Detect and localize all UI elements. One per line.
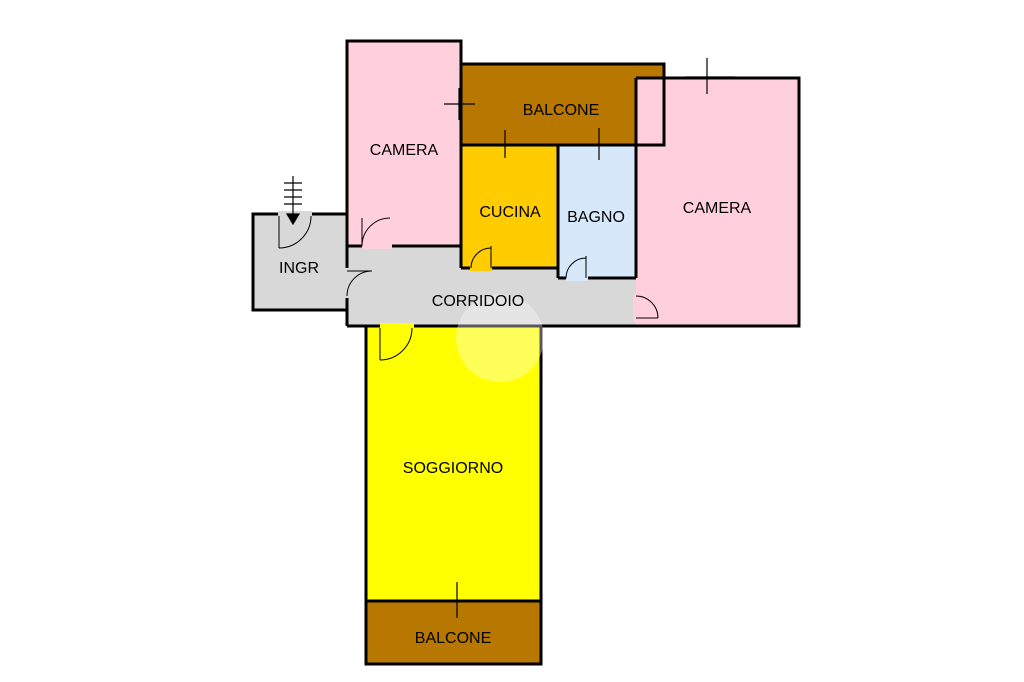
room-label-cucina: CUCINA xyxy=(479,204,541,221)
room-label-balcone-top: BALCONE xyxy=(523,102,599,119)
window-icon xyxy=(428,58,735,618)
room-label-bagno: BAGNO xyxy=(567,209,625,226)
door-swing-icon xyxy=(278,215,659,361)
room-label-camera-right: CAMERA xyxy=(683,200,752,217)
walls xyxy=(251,39,801,666)
room-corridoio xyxy=(347,246,636,326)
room-label-ingresso: INGR xyxy=(279,260,319,277)
room-label-soggiorno: SOGGIORNO xyxy=(403,460,503,477)
room-label-camera-left: CAMERA xyxy=(370,142,439,159)
room-label-corridoio: CORRIDOIO xyxy=(432,293,524,310)
room-bagno xyxy=(558,145,636,278)
room-label-balcone-bottom: BALCONE xyxy=(415,630,491,647)
room-cucina xyxy=(461,145,558,268)
watermark-icon xyxy=(456,294,544,382)
room-ingresso xyxy=(253,214,347,310)
room-balcone-top xyxy=(461,64,664,145)
room-soggiorno xyxy=(366,326,541,601)
stairs-entry-icon xyxy=(284,176,302,226)
room-camera-left xyxy=(347,41,461,246)
room-balcone-bottom xyxy=(366,601,541,664)
